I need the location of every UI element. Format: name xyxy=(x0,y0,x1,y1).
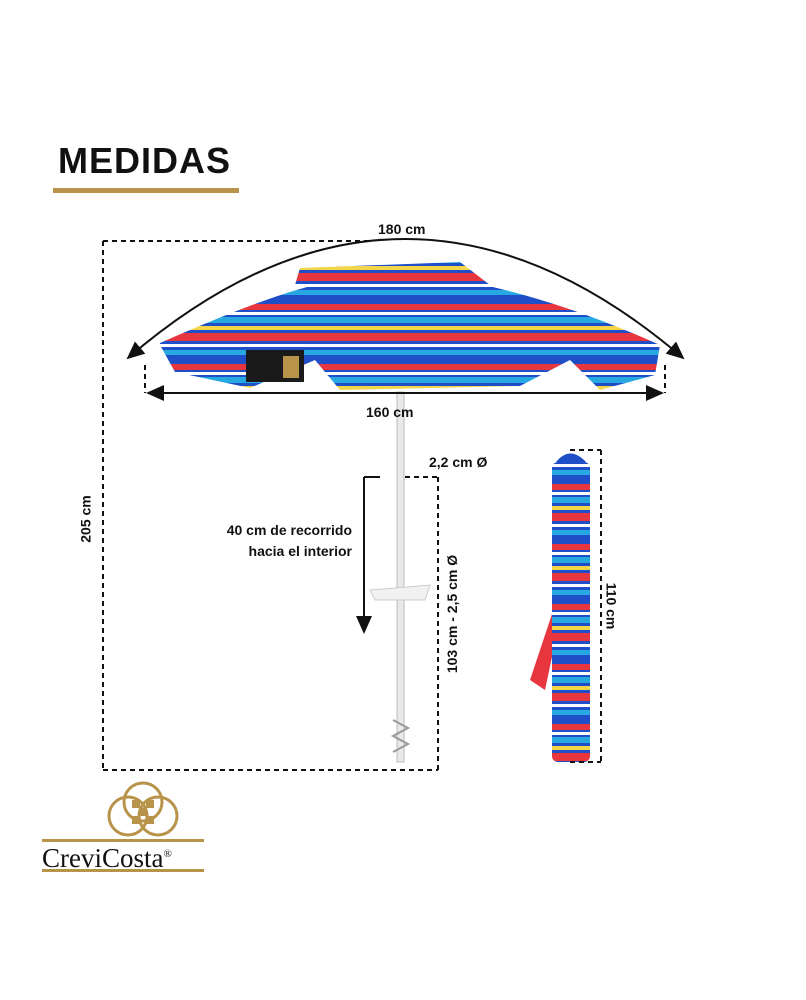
registered-mark: ® xyxy=(163,848,172,860)
title-underline xyxy=(53,188,239,193)
brand-name: CreviCosta® xyxy=(42,843,172,874)
lower-pole-label: 103 cm - 2,5 cm Ø xyxy=(444,554,461,674)
umbrella-canopy xyxy=(160,262,660,390)
travel-label-2: hacia el interior xyxy=(248,543,352,559)
travel-label-1: 40 cm de recorrido xyxy=(226,522,352,538)
arc-dimension xyxy=(126,238,685,360)
brand-text: CreviCosta xyxy=(42,843,164,873)
crevicosta-logo-icon xyxy=(107,781,179,837)
bag-length-label: 110 cm xyxy=(603,582,620,630)
logo-rule-bottom xyxy=(42,869,204,872)
pole-diameter-label: 2,2 cm Ø xyxy=(429,454,488,470)
arc-length-label: 180 cm xyxy=(378,221,426,237)
total-height-label: 205 cm xyxy=(77,495,94,543)
logo-rule-top xyxy=(42,839,204,842)
carry-bag xyxy=(530,453,590,762)
page-title: MEDIDAS xyxy=(58,140,232,181)
umbrella-pole xyxy=(396,391,405,763)
diameter-label: 160 cm xyxy=(366,404,414,420)
screw-anchor xyxy=(390,719,411,753)
